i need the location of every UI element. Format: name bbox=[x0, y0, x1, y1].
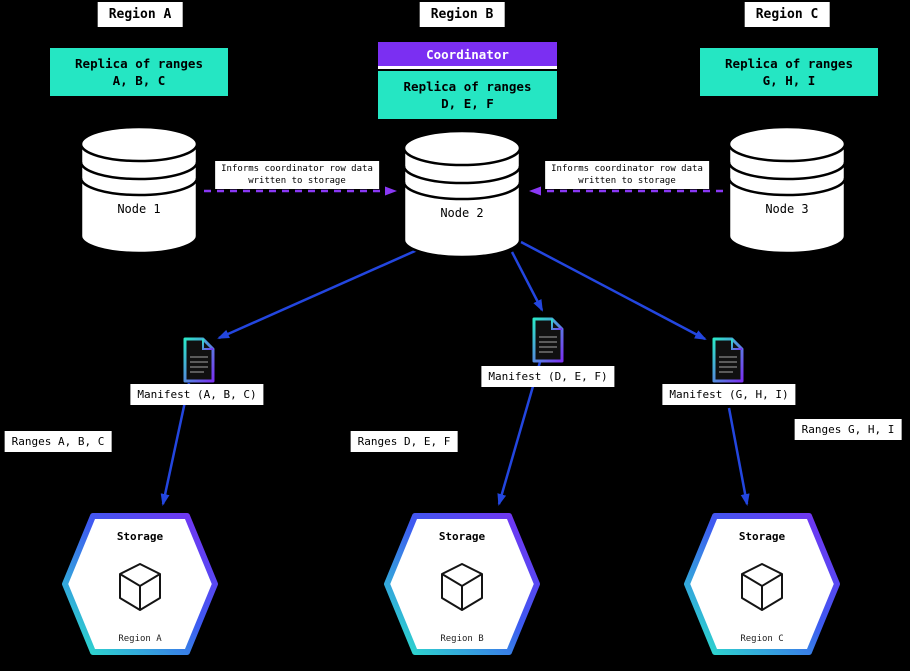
database-icon bbox=[402, 129, 522, 259]
replica-b-line1: Replica of ranges bbox=[403, 79, 532, 94]
region-b-header: Region B bbox=[419, 2, 505, 27]
manifest-file-icon-b bbox=[529, 316, 567, 368]
storage-hexagon-b: Storage Region B bbox=[382, 509, 542, 659]
inform-note-left: Informs coordinator row data written to … bbox=[215, 161, 379, 189]
storage-title-b: Storage bbox=[438, 530, 486, 543]
node-3: Node 3 bbox=[726, 124, 848, 260]
coordinator-box: Coordinator bbox=[378, 42, 557, 69]
manifest-file-icon-c bbox=[709, 336, 747, 388]
manifest-file-icon-a bbox=[180, 336, 218, 388]
arrow-manifest-c-to-storage-c bbox=[727, 407, 750, 506]
inform-note-right-line1: Informs coordinator row data bbox=[551, 164, 703, 174]
inform-note-right: Informs coordinator row data written to … bbox=[545, 161, 709, 189]
arrow-node2-to-manifest-a bbox=[217, 245, 425, 340]
database-icon bbox=[727, 125, 847, 255]
ranges-label-b: Ranges D, E, F bbox=[350, 431, 458, 452]
replica-box-b: Replica of ranges D, E, F bbox=[378, 71, 557, 119]
manifest-label-a: Manifest (A, B, C) bbox=[130, 384, 264, 405]
replica-b-line2: D, E, F bbox=[441, 96, 494, 111]
replica-c-line2: G, H, I bbox=[762, 73, 816, 88]
node-2: Node 2 bbox=[401, 128, 523, 264]
replica-a-line1: Replica of ranges bbox=[75, 56, 203, 71]
replica-a-line2: A, B, C bbox=[112, 73, 166, 88]
storage-hexagon-a: Storage Region A bbox=[60, 509, 220, 659]
database-icon bbox=[79, 125, 199, 255]
cube-icon bbox=[441, 563, 483, 611]
hexagon-shape bbox=[684, 513, 840, 655]
node-3-label: Node 3 bbox=[765, 202, 809, 216]
hexagon-shape bbox=[62, 513, 218, 655]
region-c-header: Region C bbox=[744, 2, 830, 27]
node-2-label: Node 2 bbox=[440, 206, 484, 220]
arrow-node2-to-manifest-c bbox=[520, 240, 707, 341]
manifest-label-b: Manifest (D, E, F) bbox=[481, 366, 615, 387]
storage-title-c: Storage bbox=[738, 530, 786, 543]
node-1: Node 1 bbox=[78, 124, 200, 260]
storage-region-a: Region A bbox=[118, 634, 162, 644]
region-a-header: Region A bbox=[97, 2, 183, 27]
arrow-node2-to-manifest-b bbox=[510, 251, 544, 312]
hexagon-shape bbox=[384, 513, 540, 655]
inform-note-right-line2: written to storage bbox=[578, 176, 676, 186]
inform-note-left-line1: Informs coordinator row data bbox=[221, 164, 373, 174]
cube-icon bbox=[741, 563, 783, 611]
storage-title-a: Storage bbox=[116, 530, 164, 543]
replica-c-line1: Replica of ranges bbox=[725, 56, 853, 71]
ranges-label-a: Ranges A, B, C bbox=[4, 431, 112, 452]
inform-note-left-line2: written to storage bbox=[248, 176, 346, 186]
cube-icon bbox=[119, 563, 161, 611]
storage-region-b: Region B bbox=[440, 634, 484, 644]
manifest-label-c: Manifest (G, H, I) bbox=[662, 384, 796, 405]
replica-box-a: Replica of ranges A, B, C bbox=[50, 48, 228, 96]
storage-region-c: Region C bbox=[740, 634, 784, 644]
ranges-label-c: Ranges G, H, I bbox=[794, 419, 902, 440]
replica-box-c: Replica of ranges G, H, I bbox=[700, 48, 878, 96]
storage-hexagon-c: Storage Region C bbox=[682, 509, 842, 659]
node-1-label: Node 1 bbox=[117, 202, 161, 216]
